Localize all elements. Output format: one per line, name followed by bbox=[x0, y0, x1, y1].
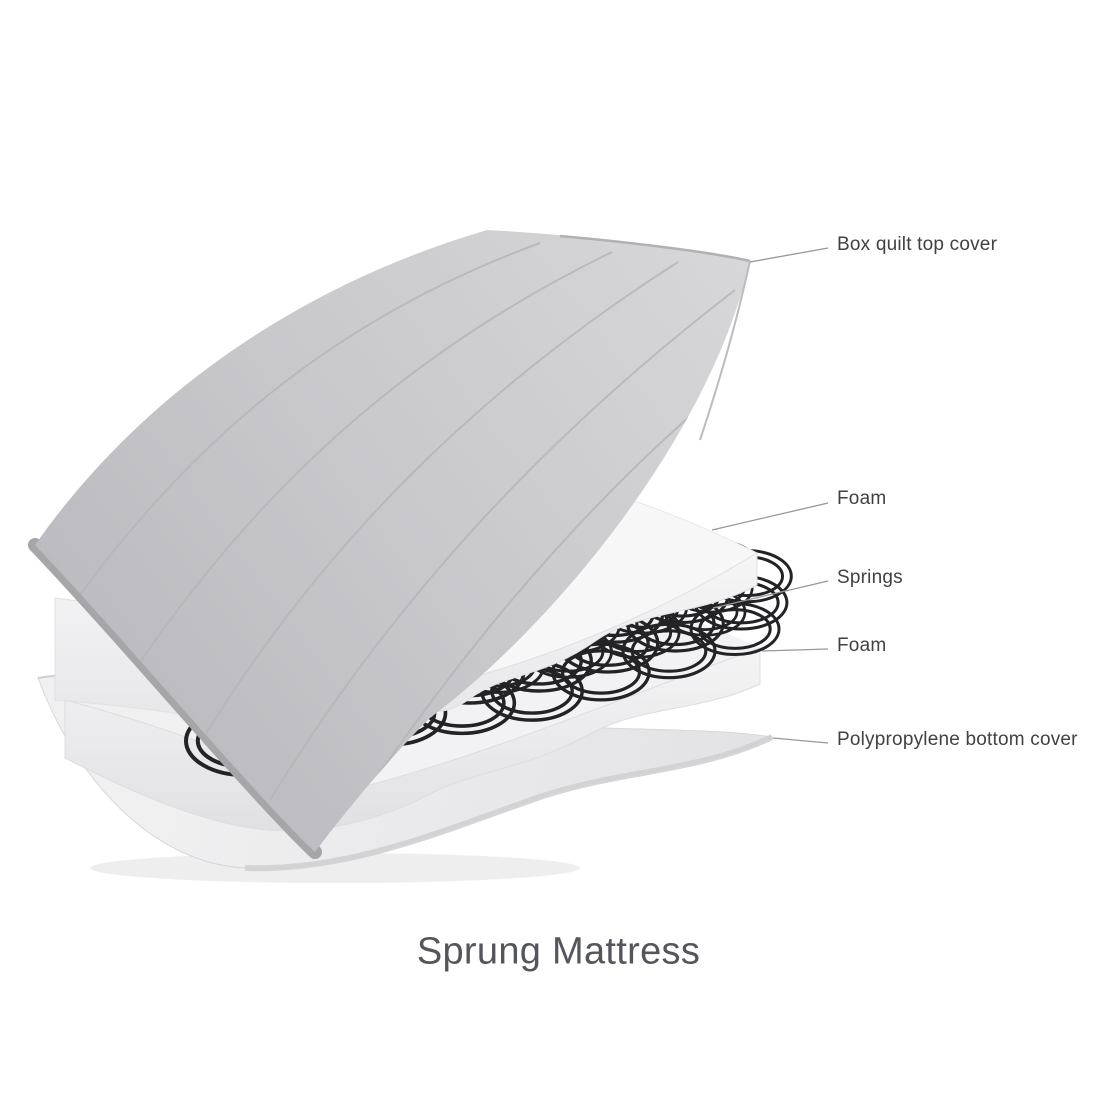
diagram-title: Sprung Mattress bbox=[416, 930, 701, 973]
cover-surface bbox=[35, 230, 750, 852]
cover-top-edge bbox=[559, 234, 751, 263]
label-box-quilt-top-cover: Box quilt top cover bbox=[837, 234, 998, 255]
label-polypropylene-bottom-cover: Polypropylene bottom cover bbox=[837, 729, 1078, 750]
quilt-seams bbox=[79, 242, 750, 852]
leader-lines bbox=[711, 247, 829, 744]
label-foam-top: Foam bbox=[837, 488, 887, 509]
quilted-top-cover bbox=[28, 230, 751, 859]
label-foam-bottom: Foam bbox=[837, 635, 887, 656]
leader-foam-bottom bbox=[761, 648, 829, 652]
leader-top-cover bbox=[749, 247, 829, 263]
label-springs: Springs bbox=[837, 567, 903, 588]
leader-springs bbox=[712, 580, 829, 609]
cover-tip-edge bbox=[699, 260, 751, 441]
leader-foam-top bbox=[711, 502, 829, 531]
leader-bottom-cover bbox=[772, 737, 829, 744]
